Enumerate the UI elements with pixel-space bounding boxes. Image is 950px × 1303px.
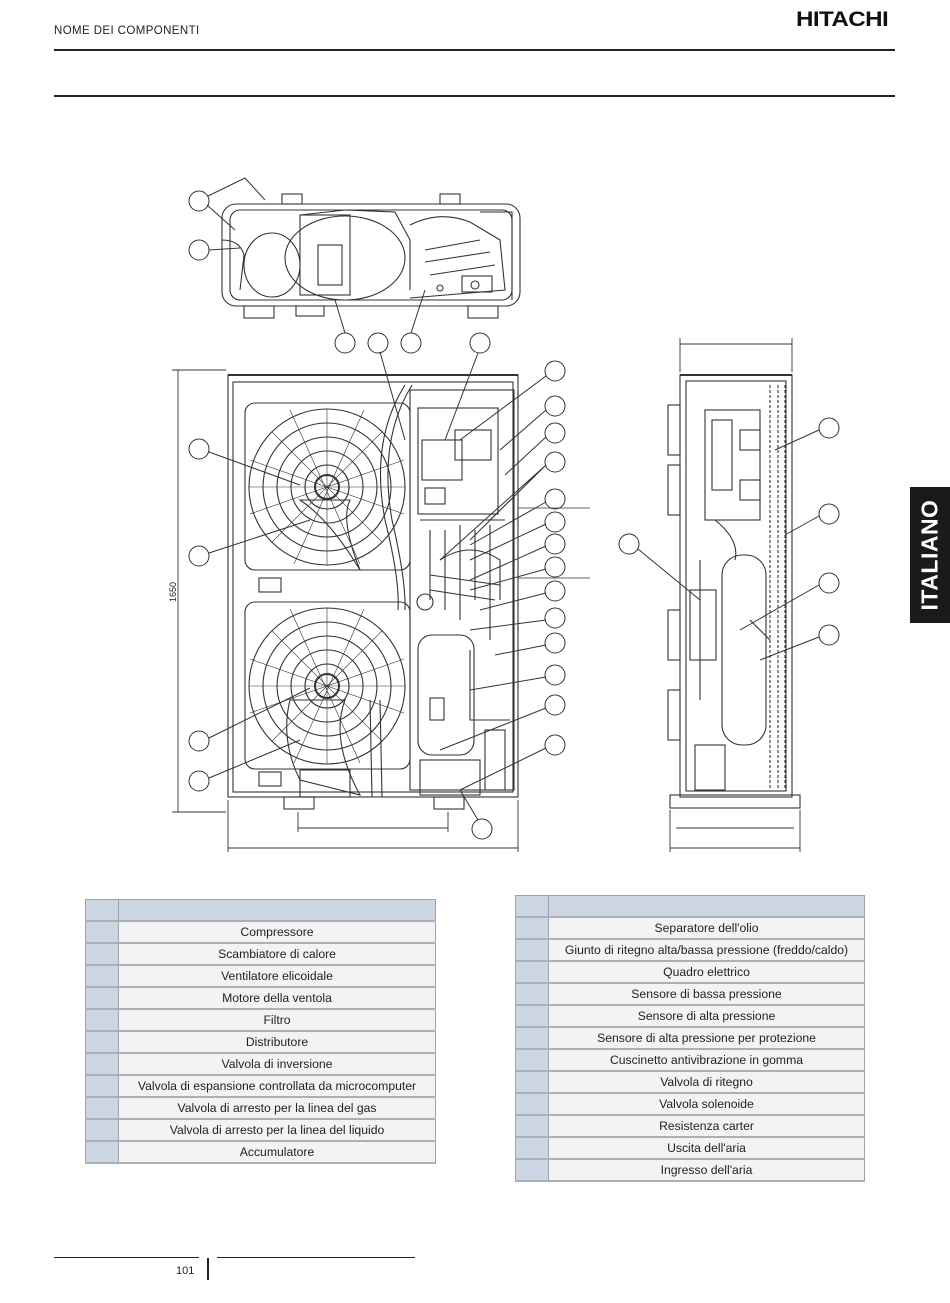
footer-separator	[207, 1258, 209, 1280]
table-row: Cuscinetto antivibrazione in gomma	[515, 1048, 865, 1072]
table-row: Giunto di ritegno alta/bassa pressione (…	[515, 938, 865, 962]
callouts	[188, 177, 840, 840]
front-view	[227, 374, 519, 810]
table-row: Quadro elettrico	[515, 960, 865, 984]
number-cell	[515, 938, 549, 962]
number-cell	[515, 960, 549, 984]
table-row: Sensore di alta pressione per protezione	[515, 1026, 865, 1050]
table-row: Valvola di arresto per la linea del gas	[85, 1096, 436, 1120]
number-cell	[515, 1026, 549, 1050]
height-dimension-label: 1650	[168, 582, 178, 602]
table-header-row	[515, 895, 865, 918]
table-row: Sensore di alta pressione	[515, 1004, 865, 1028]
table-row: Separatore dell'olio	[515, 916, 865, 940]
name-header-cell	[118, 899, 436, 922]
component-name: Sensore di alta pressione per protezione	[548, 1026, 865, 1050]
number-cell	[85, 1118, 119, 1142]
component-name: Sensore di alta pressione	[548, 1004, 865, 1028]
component-name: Giunto di ritegno alta/bassa pressione (…	[548, 938, 865, 962]
footer-rule-right	[217, 1257, 415, 1258]
component-name: Separatore dell'olio	[548, 916, 865, 940]
dimension-lines	[172, 338, 801, 852]
component-name: Scambiatore di calore	[118, 942, 436, 966]
number-cell	[85, 920, 119, 944]
component-name: Accumulatore	[118, 1140, 436, 1164]
component-name: Valvola solenoide	[548, 1092, 865, 1116]
table-row: Sensore di bassa pressione	[515, 982, 865, 1006]
language-tab: ITALIANO	[910, 487, 950, 623]
component-name: Valvola di ritegno	[548, 1070, 865, 1094]
name-header-cell	[548, 895, 865, 918]
table-header-row	[85, 899, 436, 922]
component-name: Ingresso dell'aria	[548, 1158, 865, 1182]
component-name: Quadro elettrico	[548, 960, 865, 984]
page-number: 101	[176, 1265, 195, 1277]
component-name: Valvola di inversione	[118, 1052, 436, 1076]
table-row: Distributore	[85, 1030, 436, 1054]
table-row: Uscita dell'aria	[515, 1136, 865, 1160]
number-cell	[85, 1074, 119, 1098]
number-cell	[85, 1096, 119, 1120]
table-row: Valvola di espansione controllata da mic…	[85, 1074, 436, 1098]
component-name: Ventilatore elicoidale	[118, 964, 436, 988]
number-cell	[515, 1114, 549, 1138]
component-name: Resistenza carter	[548, 1114, 865, 1138]
component-name: Cuscinetto antivibrazione in gomma	[548, 1048, 865, 1072]
number-cell	[85, 1008, 119, 1032]
table-row: Valvola di arresto per la linea del liqu…	[85, 1118, 436, 1142]
brand-logo: HITACHI	[795, 8, 889, 31]
number-cell	[515, 1048, 549, 1072]
components-table-right: Separatore dell'olio Giunto di ritegno a…	[515, 895, 865, 1182]
component-name: Valvola di espansione controllata da mic…	[118, 1074, 436, 1098]
table-row: Filtro	[85, 1008, 436, 1032]
number-cell	[515, 1136, 549, 1160]
table-row: Motore della ventola	[85, 986, 436, 1010]
number-cell	[85, 986, 119, 1010]
number-cell	[515, 916, 549, 940]
number-cell	[85, 964, 119, 988]
table-row: Valvola di ritegno	[515, 1070, 865, 1094]
number-cell	[515, 1004, 549, 1028]
table-row: Valvola solenoide	[515, 1092, 865, 1116]
unit-technical-drawing: 1650	[168, 177, 840, 852]
components-table-left: Compressore Scambiatore di calore Ventil…	[85, 899, 436, 1164]
header-rule-top	[54, 49, 895, 51]
component-name: Uscita dell'aria	[548, 1136, 865, 1160]
header-rule-bottom	[54, 95, 895, 97]
table-row: Scambiatore di calore	[85, 942, 436, 966]
table-row: Resistenza carter	[515, 1114, 865, 1138]
component-name: Sensore di bassa pressione	[548, 982, 865, 1006]
table-row: Ventilatore elicoidale	[85, 964, 436, 988]
number-cell	[85, 1030, 119, 1054]
number-cell	[85, 1140, 119, 1164]
table-row: Compressore	[85, 920, 436, 944]
number-cell	[515, 1092, 549, 1116]
number-cell	[515, 982, 549, 1006]
table-row: Accumulatore	[85, 1140, 436, 1164]
component-name: Distributore	[118, 1030, 436, 1054]
number-cell	[85, 1052, 119, 1076]
footer-rule-left	[54, 1257, 199, 1258]
number-cell	[515, 1070, 549, 1094]
top-view	[221, 193, 521, 319]
table-row: Valvola di inversione	[85, 1052, 436, 1076]
component-name: Filtro	[118, 1008, 436, 1032]
component-name: Compressore	[118, 920, 436, 944]
table-row: Ingresso dell'aria	[515, 1158, 865, 1182]
number-header-cell	[515, 895, 549, 918]
number-cell	[515, 1158, 549, 1182]
number-cell	[85, 942, 119, 966]
component-name: Valvola di arresto per la linea del liqu…	[118, 1118, 436, 1142]
section-title: NOME DEI COMPONENTI	[54, 25, 200, 37]
component-name: Motore della ventola	[118, 986, 436, 1010]
number-header-cell	[85, 899, 119, 922]
component-name: Valvola di arresto per la linea del gas	[118, 1096, 436, 1120]
side-view	[667, 374, 801, 809]
